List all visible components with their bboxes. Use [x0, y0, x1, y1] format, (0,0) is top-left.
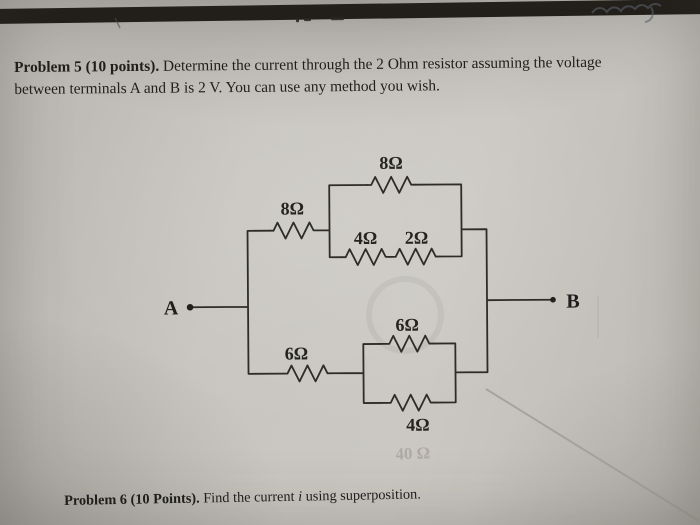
- pen-marks-top-right: [591, 2, 662, 23]
- label-top-parallel-2ohm: 2Ω: [405, 228, 429, 248]
- ghost-watermark-text: 40 Ω: [395, 443, 431, 463]
- cutoff-text-fragments: [295, 16, 345, 23]
- pen-mark-top-left: [114, 17, 121, 29]
- resistor-bottom-series-6ohm: [282, 364, 333, 383]
- circuit-wires: [189, 183, 554, 404]
- resistor-top-parallel-upper-8ohm: [366, 175, 417, 194]
- problem6-text: Find the current: [199, 488, 299, 507]
- resistor-bottom-parallel-lower-4ohm: [385, 393, 436, 412]
- label-top-series-8ohm: 8Ω: [281, 198, 305, 218]
- label-bottom-parallel-lower-4ohm: 4Ω: [406, 415, 430, 435]
- resistor-top-parallel-2ohm: [390, 247, 441, 266]
- label-bottom-series-6ohm: 6Ω: [285, 343, 309, 363]
- resistor-top-parallel-4ohm: [340, 247, 391, 267]
- resistor-top-series-8ohm: [268, 221, 319, 240]
- terminal-b-label: B: [566, 291, 579, 313]
- terminal-a-dot: [186, 303, 194, 311]
- ghost-show-through-ring: [366, 276, 444, 354]
- label-top-parallel-4ohm: 4Ω: [354, 228, 378, 248]
- problem6-title: Problem 6 (10 Points).: [64, 490, 200, 509]
- label-top-parallel-upper-8ohm: 8Ω: [379, 153, 403, 173]
- problem6-text-cont: using superposition.: [301, 486, 421, 505]
- page-edge-shadow-line: [485, 388, 700, 522]
- terminal-a-label: A: [164, 297, 179, 319]
- label-bottom-parallel-upper-6ohm: 6Ω: [395, 315, 419, 335]
- terminal-b-dot: [550, 296, 556, 303]
